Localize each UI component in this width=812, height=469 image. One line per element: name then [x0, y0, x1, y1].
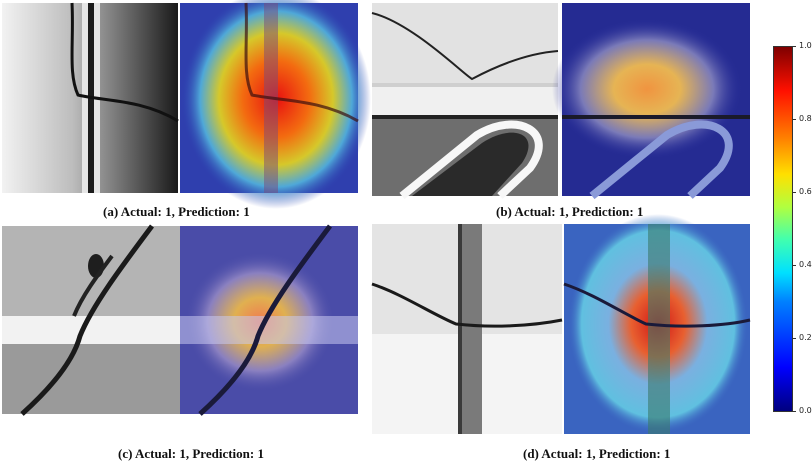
panel-c-original-image — [2, 224, 180, 416]
panel-b-caption: (b) Actual: 1, Prediction: 1 — [496, 204, 644, 219]
colorbar-tick — [792, 119, 796, 120]
panel-a-original-image — [2, 2, 179, 193]
colorbar-tick — [792, 411, 796, 412]
colorbar — [773, 46, 793, 412]
panel-d-original-image — [371, 224, 563, 434]
panel-c-caption: (c) Actual: 1, Prediction: 1 — [118, 446, 264, 461]
colorbar-tick-label: 0.0 — [799, 406, 812, 415]
panel-b-original-image — [371, 3, 559, 200]
panel-d-caption: (d) Actual: 1, Prediction: 1 — [523, 446, 671, 461]
colorbar-tick-label: 0.8 — [799, 114, 812, 123]
panel-b-heatmap-overlay — [552, 3, 750, 200]
panel-a-caption: (a) Actual: 1, Prediction: 1 — [103, 204, 250, 219]
panel-c-heatmap-overlay — [180, 224, 358, 416]
colorbar-tick-label: 1.0 — [799, 41, 812, 50]
panel-d-heatmap-overlay — [563, 214, 751, 434]
colorbar-tick — [792, 46, 796, 47]
colorbar-tick — [792, 192, 796, 193]
colorbar-tick-label: 0.6 — [799, 187, 812, 196]
colorbar-tick — [792, 265, 796, 266]
colorbar-tick-label: 0.2 — [799, 333, 812, 342]
colorbar-tick — [792, 338, 796, 339]
colorbar-tick-label: 0.4 — [799, 260, 812, 269]
panel-a-heatmap-overlay — [180, 0, 371, 209]
